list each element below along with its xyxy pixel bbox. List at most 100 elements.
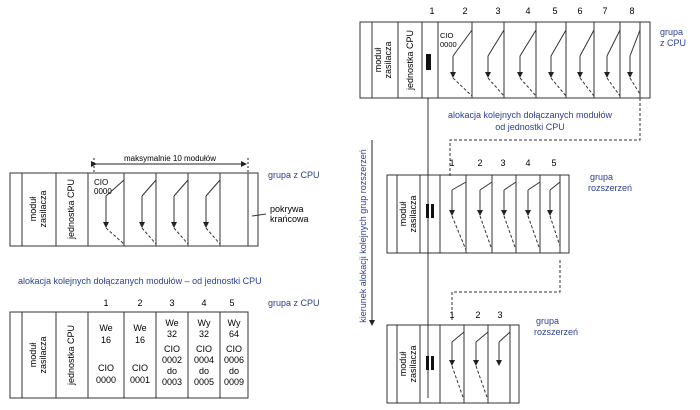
arrow-head [577,72,583,78]
slot-2-text: We 16 CIO 0001 [130,323,150,385]
slot-number: 8 [629,6,634,16]
psu-label-line2: zasilacza [408,345,418,382]
cio-address: 0000 [94,187,112,196]
slot-number: 1 [449,158,454,168]
mid-group-label-line1: grupa [590,172,613,182]
slot-number: 3 [500,158,505,168]
slot-text: We [99,323,112,333]
continuation-link [449,98,641,176]
psu-label-line1: moduł [28,343,38,368]
slot-text: 16 [135,335,145,345]
psu-label-line1: moduł [398,202,408,227]
slot-text: do [167,366,177,376]
slot-text: Wy [198,318,211,328]
slot-text: 32 [199,329,209,339]
allocation-arrows [452,29,641,96]
allocation-arrows [451,181,561,250]
allocation-arrows [105,179,221,244]
end-cover-label-line1: pokrywa [270,204,304,214]
arrow-head [477,210,483,216]
arrow-head [473,360,479,366]
connector-block [426,204,429,218]
slot-number: 5 [229,298,234,308]
psu-label-line1: moduł [398,352,408,377]
slot-number: 2 [477,158,482,168]
psu-label-line2: zasilacza [383,41,393,78]
rack-frame [9,311,249,399]
top-group-label-line1: grupa [660,27,683,37]
slot-3-text: We 32 CIO 0002 do 0003 [162,318,182,387]
slot-text: 0003 [162,377,182,387]
arrow-head [547,210,553,216]
arrow-head [203,222,209,228]
left-bottom-rack: 1 2 3 4 5 grupa z CPU moduł zasilacza je… [9,298,320,399]
psu-label-line1: moduł [28,197,38,222]
slot-text: 0005 [194,377,214,387]
psu-label-line2: zasilacza [38,336,48,373]
slot-text: 16 [101,335,111,345]
slot-number: 6 [577,6,582,16]
top-group-label-line2: z CPU [660,38,686,48]
slot-5-text: Wy 64 CIO 0006 do 0009 [224,318,244,387]
psu-label-line2: zasilacza [38,190,48,227]
right-alloc-line1: alokacja kolejnych dołączanych modułów [448,110,613,120]
arrow-head [604,72,610,78]
arrow-head [496,360,502,366]
max-modules-label: maksymalnie 10 modułów [124,154,216,163]
arrow-head [171,222,177,228]
rack-frame [359,21,651,99]
slot-number: 3 [169,298,174,308]
right-alloc-line2: od jednostki CPU [495,122,565,132]
slot-text: CIO [132,363,148,373]
slot-text: 0004 [194,355,214,365]
end-cover-leader [251,213,267,217]
slot-text: 32 [167,329,177,339]
allocation-links [451,365,489,401]
connector-block [426,54,431,70]
slot-text: CIO [196,344,212,354]
bot-group-label-line2: rozszerzeń [534,327,578,337]
slot-number: 2 [475,310,480,320]
allocation-links [105,227,221,245]
slot-number: 1 [429,6,434,16]
cio-label: CIO [94,178,108,187]
right-top-rack: 1 2 3 4 5 6 7 8 grupa z CPU moduł zasila… [359,6,686,99]
arrow-head [501,210,507,216]
arrow-head [517,72,523,78]
slot-number: 2 [137,298,142,308]
connector-block [431,356,434,370]
arrow-head [450,72,456,78]
slot-text: 0002 [162,355,182,365]
slot-text: 64 [229,329,239,339]
slot-text: do [199,366,209,376]
rack-frame [9,172,259,247]
slot-number: 5 [551,158,556,168]
slot-text: CIO [98,363,114,373]
arrow-head [485,72,491,78]
rack-frame [386,174,570,254]
slot-number: 4 [525,6,530,16]
left-bottom-group-label: grupa z CPU [268,298,320,308]
cio-address: 0000 [440,40,457,49]
slot-number: 2 [462,6,467,16]
slot-number: 1 [103,298,108,308]
slot-number: 7 [602,6,607,16]
allocation-links [452,77,641,97]
left-top-rack: moduł zasilacza jednostka CPU CIO 0000 m… [9,154,320,247]
arrow-head [525,210,531,216]
slot-text: 0006 [224,355,244,365]
continuation-link [451,260,561,320]
slot-text: CIO [164,344,180,354]
rack-frame [386,324,520,404]
slot-4-text: Wy 32 CIO 0004 do 0005 [194,318,214,387]
arrow-head [103,222,109,228]
arrow-head [449,360,455,366]
slot-text: Wy [228,318,241,328]
slot-number: 3 [497,310,502,320]
connector-block [431,204,434,218]
slot-text: 0000 [96,375,116,385]
slot-text: 0009 [224,377,244,387]
arrow-head [627,72,633,78]
arrow-head [139,222,145,228]
